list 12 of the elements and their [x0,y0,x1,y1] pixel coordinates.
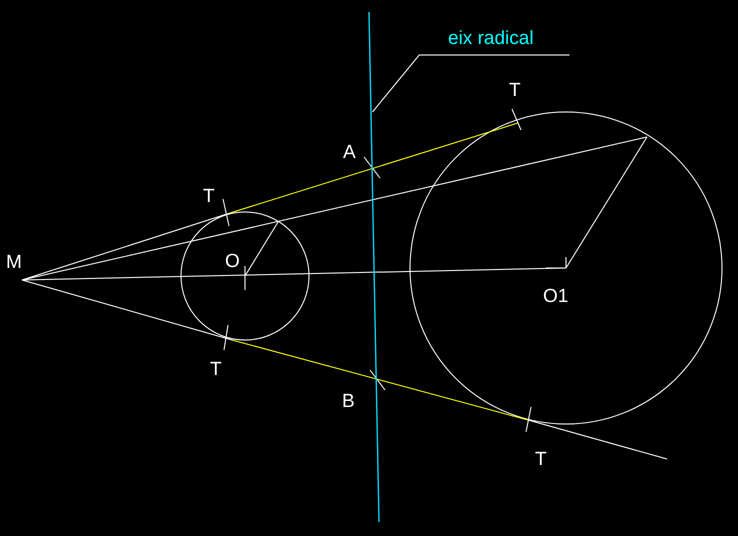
point-label: T [203,187,215,207]
axis-label: eix radical [448,29,534,49]
radical-axis-line [368,12,380,522]
point-label: A [343,143,356,163]
point-label: B [342,392,355,412]
point-label: M [6,253,22,273]
point-label: O1 [543,287,568,307]
point-label: O [225,252,240,272]
point-label: T [210,360,222,380]
leader-line [372,54,570,112]
point-label: T [535,450,547,470]
point-label: T [509,81,521,101]
